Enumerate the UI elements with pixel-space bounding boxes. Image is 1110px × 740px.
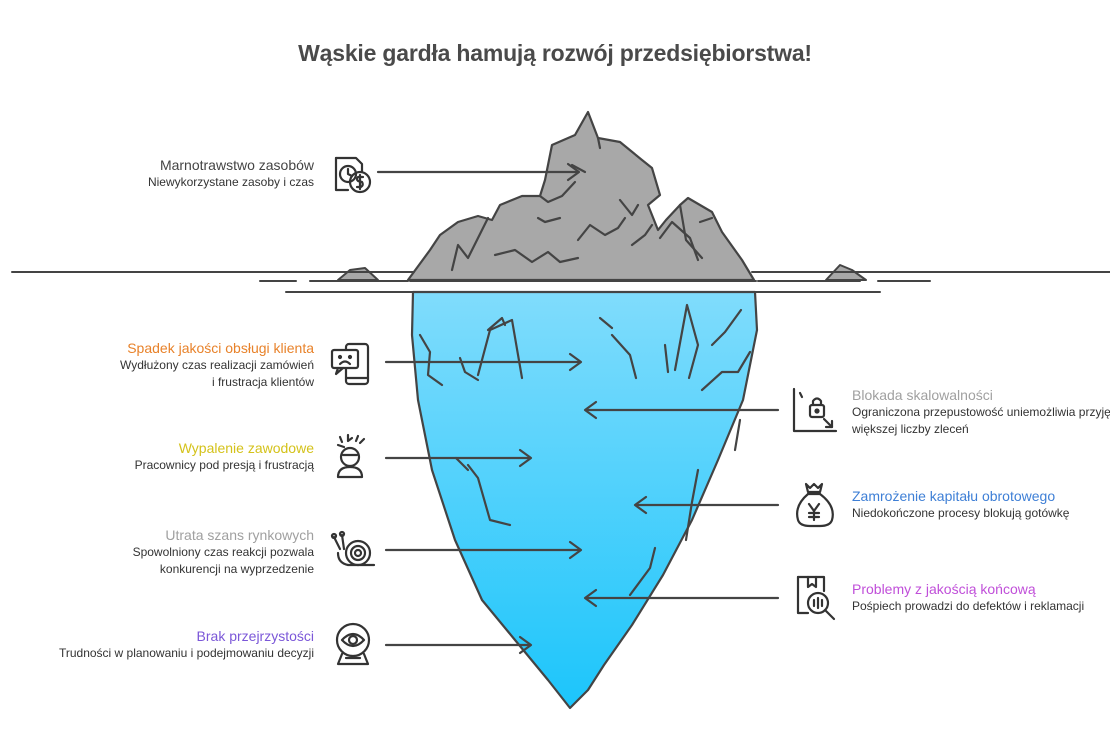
label-desc: Spowolniony czas reakcji pozwala konkure… bbox=[132, 545, 314, 576]
label-desc: Ograniczona przepustowość uniemożliwia p… bbox=[852, 405, 1110, 436]
snail-icon bbox=[330, 530, 376, 567]
label-przejrzystosc: Brak przejrzystości Trudności w planowan… bbox=[14, 628, 314, 662]
label-title: Brak przejrzystości bbox=[196, 628, 314, 644]
label-title: Utrata szans rynkowych bbox=[165, 527, 314, 543]
label-title: Wypalenie zawodowe bbox=[178, 440, 314, 456]
iceberg-underwater bbox=[410, 290, 759, 710]
arrow-kapital bbox=[633, 495, 780, 515]
label-title: Blokada skalowalności bbox=[852, 387, 993, 403]
label-wypalenie: Wypalenie zawodowe Pracownicy pod presją… bbox=[14, 440, 314, 474]
money-bag-icon bbox=[796, 482, 834, 528]
arrow-skalowalnosc bbox=[583, 400, 780, 420]
quality-inspect-icon bbox=[796, 575, 836, 621]
label-title: Marnotrawstwo zasobów bbox=[159, 157, 314, 173]
label-title: Spadek jakości obsługi klienta bbox=[127, 340, 314, 356]
iceberg-tip bbox=[406, 110, 756, 282]
clock-dollar-icon bbox=[334, 156, 372, 194]
arrow-jakosc bbox=[583, 588, 780, 608]
page-title: Wąskie gardła hamują rozwój przedsiębior… bbox=[298, 40, 812, 66]
label-desc: Pośpiech prowadzi do defektów i reklamac… bbox=[852, 599, 1085, 613]
label-desc: Pracownicy pod presją i frustracją bbox=[134, 458, 314, 472]
iceberg-cracks bbox=[418, 303, 752, 597]
locked-chart-icon bbox=[792, 387, 838, 433]
arrow-szanse bbox=[384, 540, 583, 560]
label-title: Problemy z jakością końcową bbox=[852, 581, 1036, 597]
label-kapital: Zamrożenie kapitału obrotowego Niedokońc… bbox=[852, 488, 1110, 522]
label-desc: Niedokończone procesy blokują gotówkę bbox=[852, 506, 1070, 520]
stressed-person-icon bbox=[336, 433, 366, 479]
label-obsluga: Spadek jakości obsługi klienta Wydłużony… bbox=[14, 340, 314, 391]
iceberg-tip-ridges bbox=[450, 136, 714, 272]
label-desc: Trudności w planowaniu i podejmowaniu de… bbox=[58, 646, 314, 660]
small-ice-left bbox=[337, 267, 379, 281]
sad-phone-icon bbox=[330, 342, 370, 386]
crystal-ball-icon bbox=[335, 622, 371, 666]
arrow-marnotrawstwo bbox=[376, 162, 581, 182]
label-title: Zamrożenie kapitału obrotowego bbox=[852, 488, 1056, 504]
label-jakosc: Problemy z jakością końcową Pośpiech pro… bbox=[852, 581, 1110, 615]
label-desc: Niewykorzystane zasoby i czas bbox=[147, 175, 314, 189]
water-line bbox=[11, 271, 1110, 293]
arrow-przejrzystosc bbox=[384, 635, 533, 655]
arrow-obsluga bbox=[384, 352, 583, 372]
label-skalowalnosc: Blokada skalowalności Ograniczona przepu… bbox=[852, 387, 1110, 438]
label-desc: Wydłużony czas realizacji zamówień i fru… bbox=[120, 358, 314, 389]
label-szanse: Utrata szans rynkowych Spowolniony czas … bbox=[14, 527, 314, 578]
arrow-wypalenie bbox=[384, 448, 533, 468]
label-marnotrawstwo: Marnotrawstwo zasobów Niewykorzystane za… bbox=[14, 157, 314, 191]
